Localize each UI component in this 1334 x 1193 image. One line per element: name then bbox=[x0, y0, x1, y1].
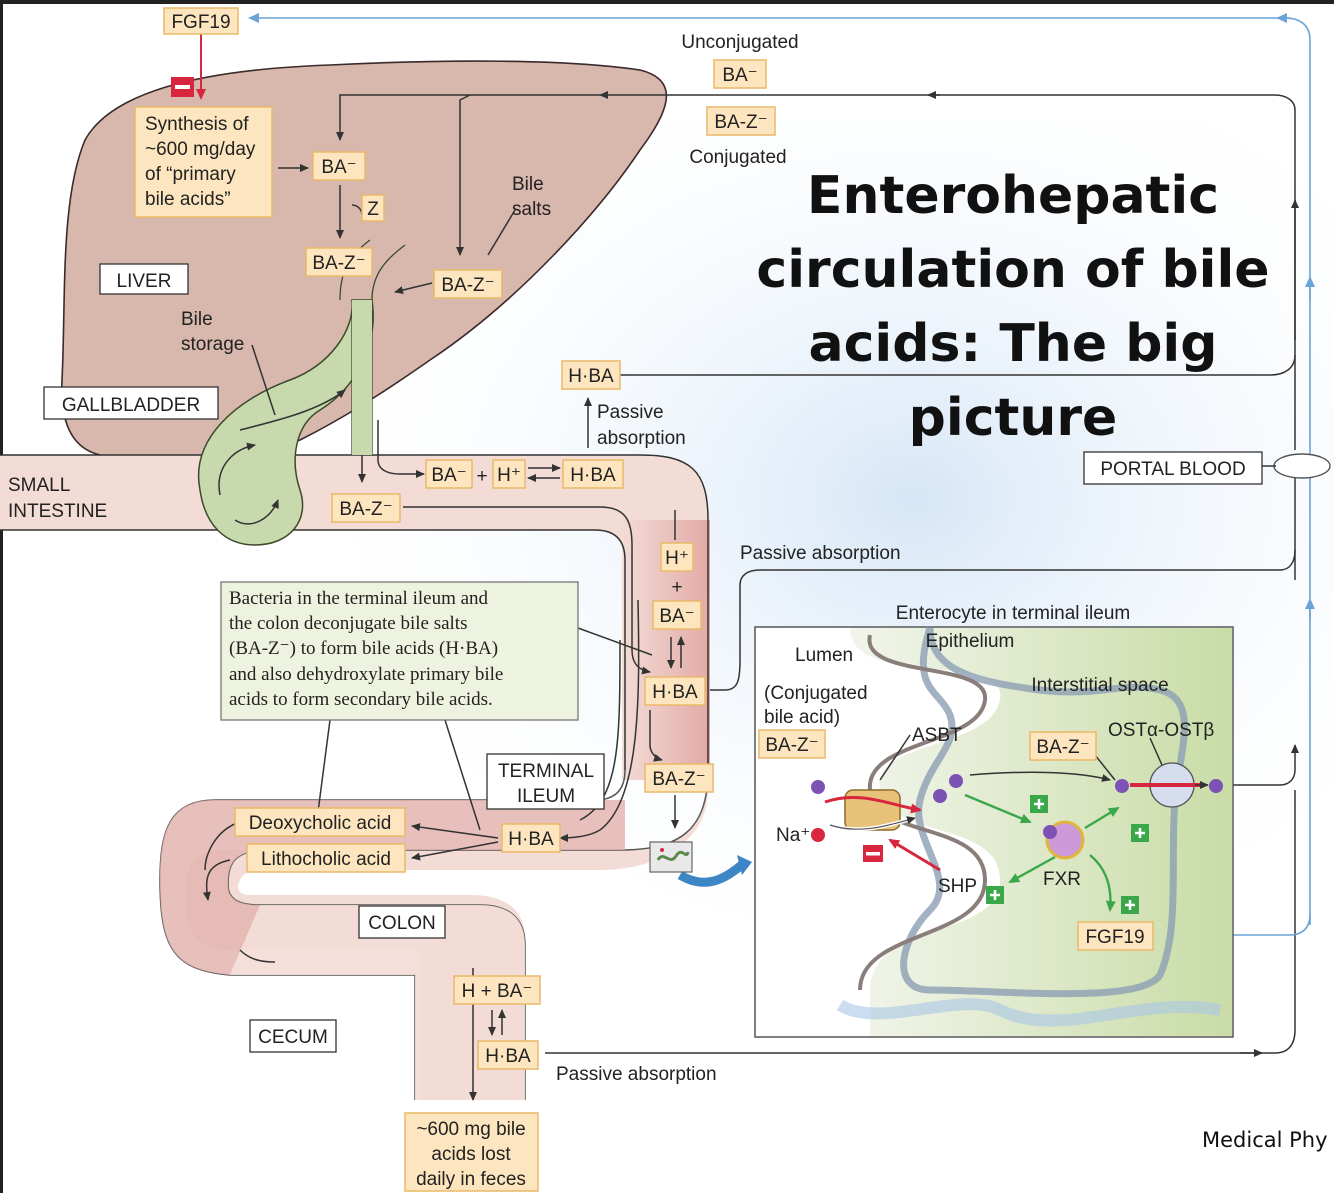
zoom-arrow bbox=[677, 858, 749, 887]
footer-fragment: Medical Phy bbox=[1202, 1128, 1328, 1152]
enterocyte-title: Enterocyte in terminal ileum bbox=[896, 603, 1130, 624]
hba-si-label: H·BA bbox=[570, 465, 616, 486]
bile-storage-line-2: storage bbox=[181, 334, 244, 355]
ba-z-liver-label: BA-Z⁻ bbox=[312, 253, 365, 274]
fxr-label: FXR bbox=[1043, 869, 1081, 890]
colon-label: COLON bbox=[368, 913, 436, 934]
gallbladder-label: GALLBLADDER bbox=[62, 395, 200, 416]
ba-top-label: BA⁻ bbox=[722, 65, 757, 86]
interstitial-label: Interstitial space bbox=[1031, 675, 1168, 696]
bacteria-note bbox=[220, 581, 579, 721]
note-line-1: Bacteria in the terminal ileum and bbox=[229, 588, 489, 609]
na-label: Na⁺ bbox=[776, 825, 810, 846]
title-line-4: picture bbox=[909, 388, 1118, 448]
conjugated-label: Conjugated bbox=[689, 147, 786, 168]
small-intestine-line-2: INTESTINE bbox=[8, 501, 107, 522]
title-line-2: circulation of bile bbox=[756, 240, 1269, 300]
bile-salts-line-1: Bile bbox=[512, 174, 544, 195]
portal-blood-label: PORTAL BLOOD bbox=[1100, 459, 1245, 480]
title-line-1: Enterohepatic bbox=[807, 166, 1219, 226]
epithelium-label: Epithelium bbox=[926, 631, 1015, 652]
note-line-3: (BA-Z⁻) to form bile acids (H·BA) bbox=[229, 638, 498, 659]
fgf19-cell-label: FGF19 bbox=[1085, 927, 1144, 948]
passive-absorption-upper-2: absorption bbox=[597, 428, 686, 449]
plus-si: + bbox=[476, 466, 487, 487]
passive-absorption-upper-1: Passive bbox=[597, 402, 664, 423]
synthesis-line-2: ~600 mg/day bbox=[145, 139, 256, 160]
h-ba-colon-label: H + BA⁻ bbox=[462, 981, 533, 1002]
portal-vessel bbox=[1273, 453, 1331, 479]
left-frame bbox=[0, 0, 3, 1193]
top-frame bbox=[0, 0, 1334, 4]
shp-label: SHP bbox=[938, 876, 977, 897]
plus-ileum: + bbox=[671, 577, 682, 598]
asbt-label: ASBT bbox=[912, 725, 962, 746]
passive-absorption-mid: Passive absorption bbox=[740, 543, 901, 564]
ba-z-ileum-label: BA-Z⁻ bbox=[652, 769, 705, 790]
h-plus-ileum-label: H⁺ bbox=[665, 548, 689, 569]
feces-line-3: daily in feces bbox=[416, 1169, 526, 1190]
hba-colon-top-label: H·BA bbox=[508, 829, 554, 850]
lithocholic-label: Lithocholic acid bbox=[261, 849, 391, 870]
hba-colon-label: H·BA bbox=[485, 1046, 531, 1067]
note-line-4: and also dehydroxylate primary bile bbox=[229, 664, 503, 685]
passive-absorption-low: Passive absorption bbox=[556, 1064, 717, 1085]
liver-label: LIVER bbox=[117, 271, 172, 292]
conjugated-line-2: bile acid) bbox=[764, 707, 840, 728]
molecule-dots bbox=[811, 774, 1223, 842]
note-line-2: the colon deconjugate bile salts bbox=[229, 613, 467, 634]
hba-upper-label: H·BA bbox=[568, 366, 614, 387]
lumen-label: Lumen bbox=[795, 645, 853, 666]
ba-z-lumen-label: BA-Z⁻ bbox=[765, 735, 818, 756]
bile-storage-line-1: Bile bbox=[181, 309, 213, 330]
ba-z-si-label: BA-Z⁻ bbox=[339, 499, 392, 520]
bacteria-icon bbox=[649, 841, 693, 873]
bile-salts-line-2: salts bbox=[512, 199, 551, 220]
terminal-ileum-line-1: TERMINAL bbox=[498, 761, 594, 782]
ba-z-liver2-label: BA-Z⁻ bbox=[441, 275, 494, 296]
synthesis-box bbox=[134, 106, 273, 218]
deoxycholic-label: Deoxycholic acid bbox=[249, 813, 392, 834]
conjugated-line-1: (Conjugated bbox=[764, 683, 868, 704]
plus-icons bbox=[986, 795, 1149, 914]
feces-line-2: acids lost bbox=[431, 1144, 511, 1165]
ba-z-cell-label: BA-Z⁻ bbox=[1036, 737, 1089, 758]
fgf19-top-label: FGF19 bbox=[171, 12, 230, 33]
z-label: Z bbox=[367, 199, 379, 220]
h-plus-si-label: H⁺ bbox=[497, 465, 521, 486]
ba-minus-ileum-label: BA⁻ bbox=[659, 606, 694, 627]
synthesis-line-4: bile acids” bbox=[145, 189, 231, 210]
feces-box bbox=[404, 1112, 539, 1192]
feces-line-1: ~600 mg bile bbox=[416, 1119, 525, 1140]
cecum-label: CECUM bbox=[258, 1027, 328, 1048]
synthesis-line-1: Synthesis of bbox=[145, 114, 249, 135]
ost-label: OSTα-OSTβ bbox=[1108, 720, 1214, 741]
ba-z-top-label: BA-Z⁻ bbox=[714, 112, 767, 133]
unconjugated-label: Unconjugated bbox=[681, 32, 798, 53]
terminal-ileum-line-2: ILEUM bbox=[517, 786, 575, 807]
note-line-5: acids to form secondary bile acids. bbox=[229, 689, 493, 710]
small-intestine-line-1: SMALL bbox=[8, 475, 70, 496]
gallbladder bbox=[197, 299, 374, 546]
hba-ileum-label: H·BA bbox=[652, 682, 698, 703]
ba-minus-liver: BA⁻ bbox=[321, 157, 356, 178]
ba-minus-si-label: BA⁻ bbox=[431, 465, 466, 486]
synthesis-line-3: of “primary bbox=[145, 164, 236, 185]
title-line-3: acids: The big bbox=[809, 314, 1218, 374]
